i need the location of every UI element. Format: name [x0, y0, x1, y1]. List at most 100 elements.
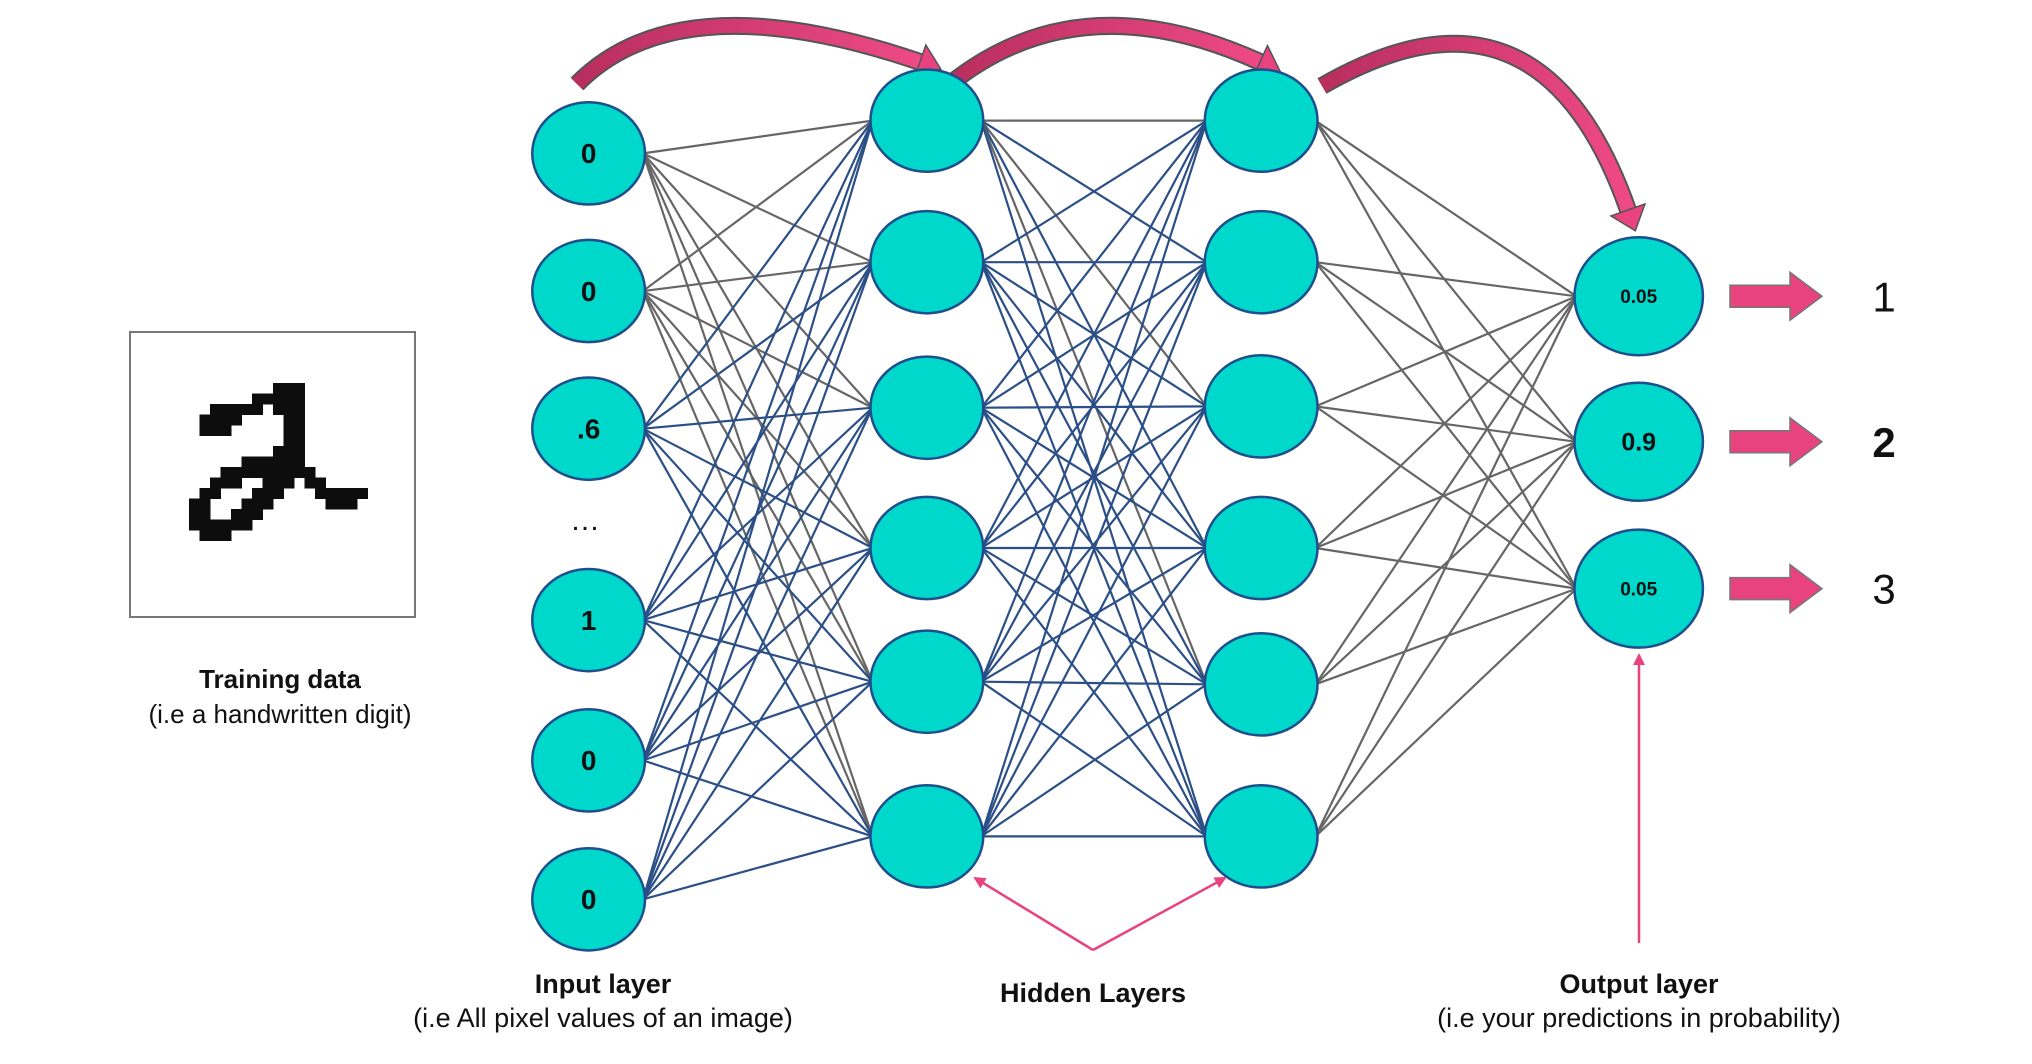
- edge: [980, 119, 1208, 264]
- edge: [980, 120, 1208, 549]
- edge: [1314, 440, 1578, 686]
- edge: [642, 680, 873, 762]
- edge: [980, 261, 1208, 549]
- edge: [642, 406, 873, 430]
- prediction-label: 2: [1872, 419, 1895, 466]
- edge: [1314, 120, 1578, 590]
- edge: [642, 119, 873, 155]
- input-node: 0: [531, 101, 647, 206]
- hidden1-node: [869, 209, 985, 315]
- edge: [1314, 295, 1578, 685]
- edge: [980, 407, 1208, 686]
- node-value: 0.9: [1621, 429, 1656, 457]
- prediction-2: 2: [1729, 416, 1896, 468]
- handwritten-digit-image: [189, 383, 368, 541]
- edge: [980, 683, 1208, 838]
- edge: [1315, 295, 1577, 408]
- edge: [980, 547, 1208, 683]
- edge: [642, 835, 873, 901]
- output-layer-subtitle: (i.e your predictions in probability): [1437, 1003, 1841, 1033]
- arrow-right-icon: [1729, 270, 1824, 322]
- edge: [642, 427, 874, 683]
- hidden2-node: [1203, 631, 1319, 737]
- edge: [642, 290, 874, 683]
- edge: [980, 261, 1208, 837]
- edge: [1315, 261, 1577, 298]
- input-node: 0: [531, 238, 647, 344]
- connection-edges: [641, 119, 1578, 901]
- arrow-right-icon: [1729, 563, 1824, 615]
- forward-pass-arcs: [570, 16, 1647, 232]
- edge: [980, 547, 1208, 838]
- output-node: 0.9: [1573, 381, 1705, 503]
- hidden2-node: [1203, 209, 1319, 315]
- input-layer-subtitle: (i.e All pixel values of an image): [413, 1003, 793, 1033]
- edge: [642, 290, 873, 409]
- edge: [642, 119, 874, 430]
- hidden1-node: [869, 355, 985, 461]
- edge: [980, 120, 1208, 683]
- edge: [1315, 587, 1577, 686]
- edge: [641, 290, 874, 837]
- edge: [642, 427, 873, 549]
- hidden-layers-pointer: [973, 876, 1227, 952]
- edge: [1314, 295, 1578, 549]
- hidden-layers-title: Hidden Layers: [1000, 978, 1186, 1008]
- prediction-label: 3: [1872, 566, 1895, 613]
- edge: [1314, 119, 1578, 443]
- edge: [980, 405, 1208, 837]
- hidden1-node: [869, 629, 985, 735]
- input-node: .6: [531, 376, 647, 482]
- hidden2-node: [1203, 354, 1319, 459]
- node-value: 0: [581, 884, 597, 915]
- edge: [980, 261, 1208, 683]
- edge: [642, 680, 874, 901]
- edge: [642, 407, 874, 761]
- edge: [1314, 261, 1578, 590]
- edge: [981, 680, 1207, 686]
- edge: [642, 119, 874, 292]
- edge: [641, 153, 874, 837]
- hidden2-node: [1203, 68, 1319, 173]
- edge: [641, 261, 874, 900]
- edge: [980, 405, 1208, 683]
- input-node: 0: [531, 707, 647, 813]
- forward-arc: [570, 16, 942, 91]
- edge: [641, 120, 874, 621]
- input-node: 1: [531, 567, 647, 673]
- node-value: 0: [581, 276, 597, 307]
- prediction-outputs: 1 2 3: [1729, 270, 1896, 615]
- hidden1-node: [869, 68, 985, 173]
- edge: [980, 120, 1208, 837]
- prediction-1: 1: [1729, 270, 1896, 322]
- node-value: 0.05: [1620, 287, 1657, 308]
- input-layer-title: Input layer: [535, 969, 672, 999]
- training-data-subtitle: (i.e a handwritten digit): [148, 699, 411, 729]
- output-node: 0.05: [1573, 236, 1705, 357]
- edge: [641, 407, 874, 900]
- hidden2-node: [1203, 495, 1319, 601]
- edge: [642, 261, 873, 293]
- edge: [981, 405, 1207, 409]
- hidden1-node: [869, 784, 985, 889]
- hidden2-node: [1203, 784, 1319, 889]
- edge: [1314, 295, 1578, 837]
- edge: [980, 119, 1208, 409]
- edge: [1314, 587, 1578, 838]
- forward-arc: [944, 16, 1282, 92]
- edge: [1315, 405, 1577, 443]
- edge: [641, 120, 874, 761]
- node-value: 1: [581, 605, 597, 636]
- edge: [1314, 441, 1578, 838]
- arrow-right-icon: [1729, 416, 1824, 468]
- edge: [642, 547, 874, 900]
- output-node: 0.05: [1573, 528, 1705, 649]
- forward-arc: [1317, 34, 1647, 232]
- edge: [642, 152, 873, 264]
- edge: [642, 261, 874, 430]
- node-value: 0: [581, 745, 597, 776]
- edge: [1314, 119, 1578, 298]
- training-image-frame: [129, 331, 416, 618]
- node-value: 0.05: [1620, 579, 1657, 600]
